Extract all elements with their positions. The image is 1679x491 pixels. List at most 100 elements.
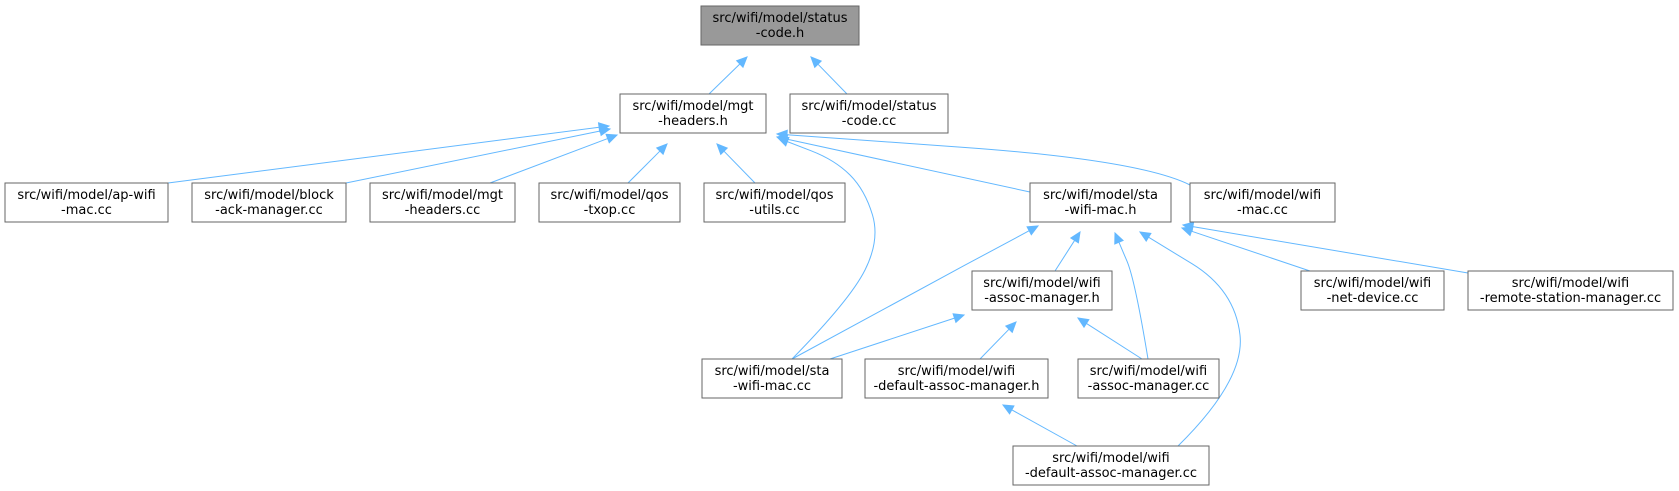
- arrowhead: [1181, 221, 1195, 232]
- node-wifi-default-assoc-manager-cc[interactable]: src/wifi/model/wifi -default-assoc-manag…: [1012, 445, 1210, 486]
- edge-sta-wifi-mac-cc-to-sta-wifi-mac-h: [791, 225, 1040, 360]
- edge-wifi-net-device-cc-to-sta-wifi-mac-h: [1180, 226, 1311, 272]
- arrowhead: [1026, 225, 1040, 236]
- edge-wifi-assoc-manager-cc-to-sta-wifi-mac-h: [1114, 231, 1149, 360]
- node-mgt-headers-cc[interactable]: src/wifi/model/mgt -headers.cc: [369, 182, 516, 223]
- edge-wifi-default-assoc-manager-cc-to-wifi-default-assoc-manager-h: [1001, 404, 1078, 447]
- arrowhead: [1004, 321, 1017, 334]
- node-wifi-remote-station-manager-cc[interactable]: src/wifi/model/wifi -remote-station-mana…: [1467, 270, 1674, 311]
- node-label-line1: src/wifi/model/status: [802, 99, 937, 114]
- node-label-line2: -mac.cc: [61, 203, 112, 218]
- edge-line: [787, 141, 876, 360]
- node-label-line1: src/wifi/model/wifi: [1512, 276, 1629, 291]
- edge-wifi-assoc-manager-h-to-sta-wifi-mac-h: [1054, 230, 1081, 272]
- node-wifi-mac-cc[interactable]: src/wifi/model/wifi -mac.cc: [1189, 182, 1336, 223]
- node-label-line1: src/wifi/model/ap-wifi: [17, 188, 155, 203]
- node-label-line1: src/wifi/model/wifi: [983, 276, 1100, 291]
- node-status-code-h[interactable]: src/wifi/model/status -code.h: [700, 5, 860, 46]
- node-qos-txop-cc[interactable]: src/wifi/model/qos -txop.cc: [538, 182, 681, 223]
- edge-sta-wifi-mac-cc-to-wifi-assoc-manager-h: [829, 313, 966, 360]
- edge-line: [489, 138, 608, 184]
- edge-line: [627, 150, 661, 184]
- edge-line: [829, 317, 955, 360]
- node-qos-utils-cc[interactable]: src/wifi/model/qos -utils.cc: [703, 182, 846, 223]
- node-label-line2: -mac.cc: [1237, 203, 1288, 218]
- arrowhead: [1001, 404, 1015, 415]
- node-label-line2: -net-device.cc: [1327, 291, 1419, 306]
- arrowhead: [605, 133, 619, 144]
- node-label-line2: -default-assoc-manager.cc: [1025, 466, 1197, 481]
- node-label-line2: -txop.cc: [584, 203, 636, 218]
- edges: [167, 56, 1469, 447]
- edge-wifi-mac-cc-to-mgt-headers-h: [775, 129, 1191, 186]
- edge-line: [1118, 242, 1149, 360]
- edge-line: [723, 150, 756, 184]
- node-label-line2: -ack-manager.cc: [215, 203, 323, 218]
- arrowhead: [1069, 230, 1081, 244]
- edge-wifi-default-assoc-manager-cc-to-sta-wifi-mac-h: [1138, 231, 1241, 447]
- node-label-line1: src/wifi/model/mgt: [632, 99, 753, 114]
- arrowhead: [735, 56, 748, 69]
- edge-mgt-headers-h-to-status-code-h: [708, 56, 748, 95]
- edge-status-code-cc-to-status-code-h: [810, 56, 848, 95]
- edge-wifi-default-assoc-manager-h-to-wifi-assoc-manager-h: [979, 321, 1017, 360]
- node-wifi-assoc-manager-cc[interactable]: src/wifi/model/wifi -assoc-manager.cc: [1077, 358, 1220, 399]
- node-wifi-net-device-cc[interactable]: src/wifi/model/wifi -net-device.cc: [1300, 270, 1445, 311]
- node-label-line1: src/wifi/model/block: [204, 188, 334, 203]
- edge-line: [1192, 226, 1469, 274]
- node-label-line1: src/wifi/model/qos: [550, 188, 668, 203]
- edge-qos-utils-cc-to-mgt-headers-h: [716, 143, 756, 184]
- edge-wifi-assoc-manager-cc-to-wifi-assoc-manager-h: [1076, 317, 1143, 360]
- node-label-line1: src/wifi/model/sta: [1043, 188, 1158, 203]
- node-label-line1: src/wifi/model/wifi: [1090, 364, 1207, 379]
- node-ap-wifi-mac-cc[interactable]: src/wifi/model/ap-wifi -mac.cc: [4, 182, 169, 223]
- node-status-code-cc[interactable]: src/wifi/model/status -code.cc: [789, 93, 949, 134]
- arrowhead: [655, 143, 668, 156]
- node-sta-wifi-mac-cc[interactable]: src/wifi/model/sta -wifi-mac.cc: [701, 358, 843, 399]
- edge-line: [786, 138, 1031, 193]
- arrowhead: [810, 56, 823, 69]
- arrowhead: [952, 313, 966, 324]
- node-label-line2: -headers.cc: [405, 203, 481, 218]
- edge-line: [786, 134, 1191, 186]
- node-label-line2: -utils.cc: [749, 203, 799, 218]
- edge-line: [1148, 236, 1241, 447]
- arrowhead: [1076, 317, 1090, 329]
- arrowhead: [1138, 231, 1152, 242]
- node-label-line2: -remote-station-manager.cc: [1480, 291, 1661, 306]
- node-label-line1: src/wifi/model/status: [713, 11, 848, 26]
- edge-qos-txop-cc-to-mgt-headers-h: [627, 143, 668, 184]
- arrowhead: [1114, 231, 1124, 245]
- node-label-line1: src/wifi/model/sta: [715, 364, 830, 379]
- edge-line: [1191, 230, 1311, 272]
- node-wifi-assoc-manager-h[interactable]: src/wifi/model/wifi -assoc-manager.h: [971, 270, 1113, 311]
- node-label-line2: -wifi-mac.h: [1065, 203, 1137, 218]
- node-block-ack-manager-cc[interactable]: src/wifi/model/block -ack-manager.cc: [191, 182, 347, 223]
- edge-sta-wifi-mac-cc-to-mgt-headers-h: [776, 136, 876, 360]
- node-label-line2: -code.h: [756, 26, 804, 41]
- node-wifi-default-assoc-manager-h[interactable]: src/wifi/model/wifi -default-assoc-manag…: [864, 358, 1049, 399]
- node-label-line2: -assoc-manager.cc: [1088, 379, 1210, 394]
- node-label-line1: src/wifi/model/qos: [715, 188, 833, 203]
- edge-line: [1086, 322, 1143, 360]
- node-label-line1: src/wifi/model/wifi: [898, 364, 1015, 379]
- edge-line: [1011, 409, 1078, 447]
- node-label-line2: -wifi-mac.cc: [733, 379, 811, 394]
- edge-line: [708, 63, 741, 95]
- node-label-line1: src/wifi/model/wifi: [1204, 188, 1321, 203]
- edge-mgt-headers-cc-to-mgt-headers-h: [489, 133, 619, 184]
- edge-wifi-remote-station-manager-cc-to-sta-wifi-mac-h: [1181, 221, 1469, 274]
- node-sta-wifi-mac-h[interactable]: src/wifi/model/sta -wifi-mac.h: [1029, 182, 1172, 223]
- edge-line: [167, 126, 600, 184]
- nodes: src/wifi/model/status -code.h src/wifi/m…: [4, 5, 1674, 486]
- node-label-line1: src/wifi/model/wifi: [1314, 276, 1431, 291]
- node-mgt-headers-h[interactable]: src/wifi/model/mgt -headers.h: [619, 93, 767, 134]
- node-label-line2: -assoc-manager.h: [984, 291, 1100, 306]
- node-label-line2: -code.cc: [842, 114, 896, 129]
- edge-line: [1054, 240, 1076, 272]
- arrowhead: [716, 143, 729, 156]
- node-label-line2: -headers.h: [658, 114, 728, 129]
- node-label-line1: src/wifi/model/wifi: [1052, 451, 1169, 466]
- edge-line: [817, 63, 848, 95]
